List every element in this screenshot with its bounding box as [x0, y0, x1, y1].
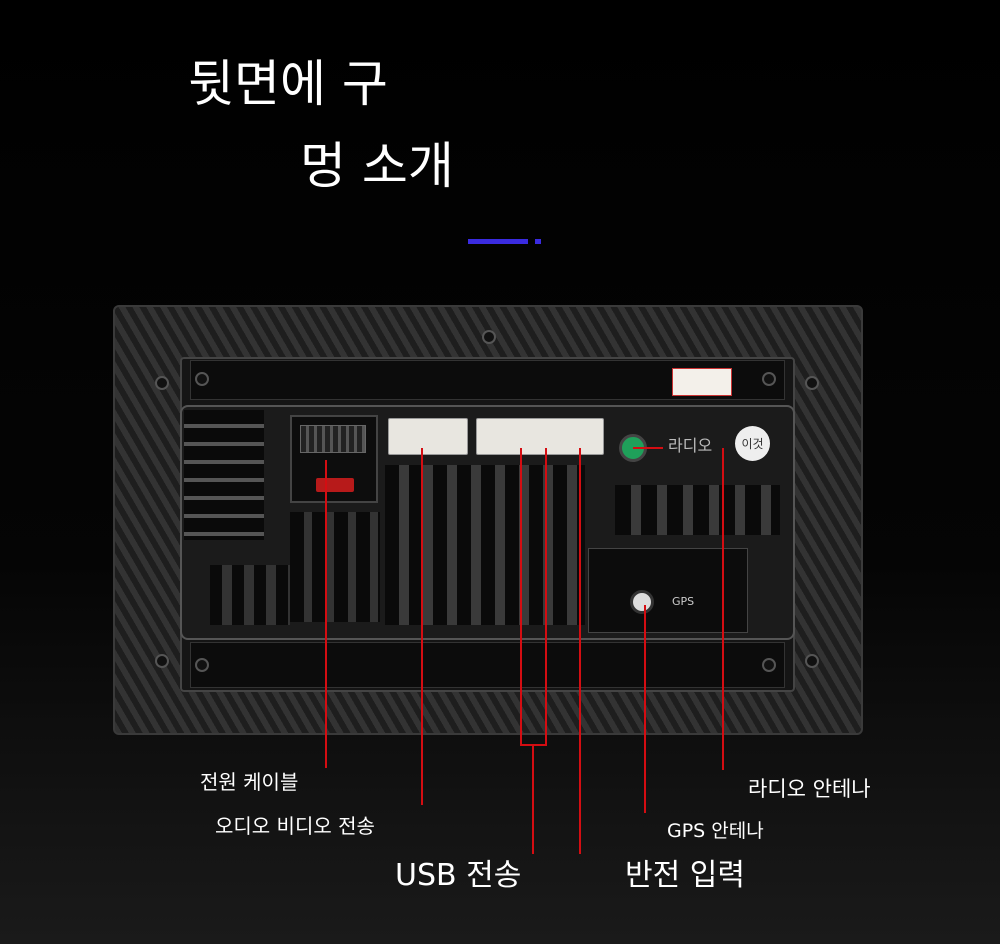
radio-pointer-tick [633, 447, 663, 449]
vents-left [290, 512, 380, 622]
screw-icon [155, 654, 169, 668]
power-pins [300, 425, 366, 453]
label-reverse-input: 반전 입력 [625, 858, 745, 893]
gps-jack-icon [630, 590, 654, 614]
usb-pointer [532, 746, 534, 854]
screw-icon [762, 658, 776, 672]
av-pointer [421, 448, 423, 805]
usb-pointer-a [520, 448, 522, 746]
screw-icon [195, 658, 209, 672]
vents-right [615, 485, 780, 535]
vents-center [385, 465, 585, 625]
audio-video-connector [388, 418, 468, 455]
label-audio-video: 오디오 비디오 전송 [215, 814, 375, 838]
reverse-pointer [579, 448, 581, 854]
power-pointer [325, 460, 327, 768]
gps-device-label: GPS [672, 595, 695, 608]
radio-device-label: 라디오 [668, 436, 713, 455]
label-radio-antenna: 라디오 안테나 [748, 777, 871, 801]
spec-sticker [672, 368, 732, 396]
page-title-line1: 뒷면에 구 [188, 55, 388, 113]
screw-icon [155, 376, 169, 390]
screw-icon [195, 372, 209, 386]
bottom-strip [190, 642, 785, 688]
gps-panel [588, 548, 748, 633]
label-gps-antenna: GPS 안테나 [667, 820, 764, 842]
page-title-line2: 멍 소개 [300, 137, 454, 195]
this-badge: 이것 [735, 426, 770, 461]
fuse [316, 478, 354, 492]
vents-bottom-left [210, 565, 290, 625]
radio-pointer [722, 448, 724, 770]
screw-icon [805, 376, 819, 390]
side-vents [184, 410, 264, 540]
screw-icon [482, 330, 496, 344]
gps-pointer [644, 605, 646, 813]
usb-pointer-b [545, 448, 547, 746]
label-power-cable: 전원 케이블 [200, 770, 299, 794]
screw-icon [762, 372, 776, 386]
label-usb: USB 전송 [395, 858, 522, 893]
accent-bar [468, 239, 528, 244]
screw-icon [805, 654, 819, 668]
usb-bracket [520, 744, 547, 746]
accent-dot [535, 239, 541, 244]
usb-reverse-connector [476, 418, 604, 455]
